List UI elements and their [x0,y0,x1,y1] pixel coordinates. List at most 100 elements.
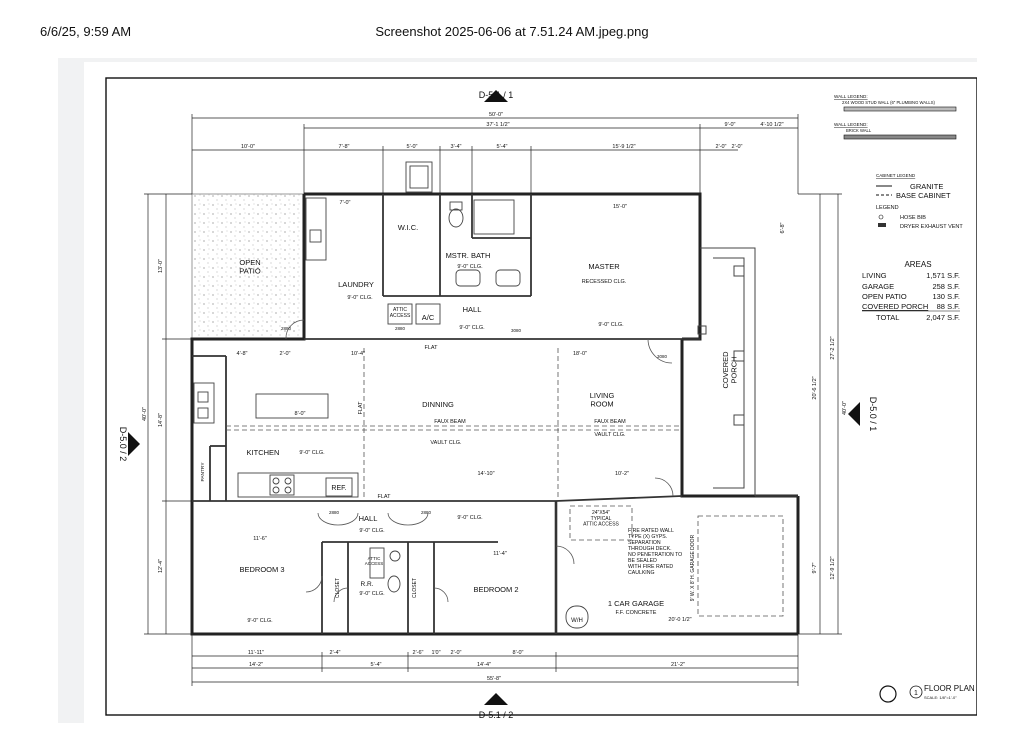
dim-top-mid: 37'-1 1/2" [486,122,509,128]
legend-dryer-vent: DRYER EXHAUST VENT [900,224,963,230]
dim-left-c: 12'-4" [158,559,164,573]
label-rr: R.R. [361,581,374,588]
dim-right-b: 27'-2 1/2" [830,336,836,359]
dim-span-1: 14'-10" [477,471,494,477]
dim-bot-h: 5'-4" [371,662,382,668]
dim-garage-w: 20'-0 1/2" [668,617,691,623]
dim-span-2: 10'-2" [615,471,629,477]
dim-right-total: 40'-0" [842,401,848,415]
drawing-sheet: D-5.1 / 1 D-5.1 / 2 D-5.0 / 2 D-5.0 / 1 … [58,58,977,723]
label-master-clg: RECESSED CLG. [582,279,627,285]
label-garage: 1 CAR GARAGE [608,599,664,608]
dim-top-total: 50'-0" [489,112,503,118]
cabinet-legend-granite: GRANITE [910,182,943,191]
cabinets [193,161,589,629]
dim-bot-total: 55'-8" [487,676,501,682]
wall-legend-title-2: WALL LEGEND: [834,122,868,127]
label-kitchen: KITCHEN [247,448,280,457]
areas-title: AREAS [904,260,931,269]
plan-number-bubble [909,685,923,699]
label-flat-2: FLAT [358,401,364,415]
dim-door-2880-c: 2880 [329,510,340,515]
wall-legend-item-2: BRICK WALL [846,128,872,133]
cabinet-legend-base: BASE CABINET [896,191,951,200]
label-wh: W/H [571,618,583,624]
areas-row-label: LIVING [862,271,887,280]
sheet-paper [84,62,977,723]
dim-bot-e: 2'-0" [451,650,462,656]
plan-scale: SCALE: 1/8"=1'-0" [924,695,957,700]
dim-left-b: 14'-8" [158,413,164,427]
label-bedroom3: BEDROOM 3 [239,565,284,574]
dim-right-a: 6'-8" [780,222,786,233]
dim-bot-d: 1'0" [431,650,440,656]
label-garage-floor: F.F. CONCRETE [616,610,657,616]
dim-right-c: 20'-6 1/2" [812,376,818,399]
dim-laundry-w: 7'-0" [340,200,351,206]
dim-kitchen-w: 4'-8" [237,351,248,357]
label-bedroom2: BEDROOM 2 [473,585,518,594]
dim-bot-j: 21'-2" [671,662,685,668]
dim-door-3080-a: 3080 [511,328,522,333]
dim-island: 8'-0" [295,411,306,417]
section-markers [128,90,860,705]
label-covered-porch: COVEREDPORCH [721,351,739,389]
dim-bot-f: 8'-0" [513,650,524,656]
dim-door-2880-d: 2880 [421,510,432,515]
dim-top-f: 15'-9 1/2" [612,144,635,150]
dim-right-e: 9'-7" [812,562,818,573]
dim-bot-g: 14'-2" [249,662,263,668]
dim-bot-a: 11'-11" [248,650,264,656]
dim-dinning-w: 10'-4" [351,351,365,357]
label-bedroom3-clg: 9'-0" CLG. [247,618,273,624]
label-ac: A/C [422,313,435,322]
dim-top-a: 10'-0" [241,144,255,150]
label-flat-1: FLAT [424,345,438,351]
document-title: Screenshot 2025-06-06 at 7.51.24 AM.jpeg… [375,24,649,39]
wall-legend-title-1: WALL LEGEND: [834,94,868,99]
door-swings [285,319,674,603]
dim-bot-b: 2'-4" [330,650,341,656]
section-left-label: D-5.0 / 2 [118,427,128,462]
label-mstr-bath: MSTR. BATH [446,251,491,260]
dim-master-w: 15'-0" [613,204,627,210]
plan-number: 1 [914,690,918,697]
areas-total-value: 2,047 S.F. [926,313,960,322]
section-bottom-label: D-5.1 / 2 [479,710,514,720]
section-top-label: D-5.1 / 1 [479,90,514,100]
legend-hose-bib: HOSE BIB [900,215,926,221]
dim-top-g: 2'-0" [716,144,727,150]
areas-row-value: 130 S.F. [932,292,960,301]
label-ref: REF. [331,485,346,492]
dim-left-a: 13'-0" [158,259,164,273]
wall-legend-item-1: 2X4 WOOD STUD WALL (6" PLUMBING WALLS) [842,100,936,105]
dim-top-c: 5'-0" [407,144,418,150]
label-faux-beam-2: FAUX BEAM [594,419,626,425]
sheet-border [105,77,977,716]
label-faux-beam-1: FAUX BEAM [434,419,466,425]
dim-bot-c: 2'-6" [413,650,424,656]
label-hall-lower: HALL [359,514,378,523]
areas-table: AREAS LIVING 1,571 S.F. GARAGE 258 S.F. … [862,260,960,322]
north-arrow-icon [879,685,897,703]
wall-legend-swatch-1 [843,106,957,112]
dim-bot-i: 14'-4" [477,662,491,668]
dim-left-total: 40'-0" [142,407,148,421]
dim-right-d: 12'-9 1/2" [830,556,836,579]
label-pantry: PANTRY [200,462,206,482]
label-hall-upper-clg: 9'-0" CLG. [459,325,485,331]
label-flat-3: FLAT [377,494,391,500]
areas-row-label: OPEN PATIO [862,292,907,301]
ceiling-lines [226,348,784,617]
dim-top-r2: 4'-10 1/2" [760,122,783,128]
label-vault-2: VAULT CLG. [594,432,626,438]
dim-living-w: 18'-0" [573,351,587,357]
label-laundry-clg: 9'-0" CLG. [347,295,373,301]
label-closet-1: CLOSET [335,578,341,598]
porch-outline [697,247,798,497]
areas-row-value: 88 S.F. [937,302,960,311]
